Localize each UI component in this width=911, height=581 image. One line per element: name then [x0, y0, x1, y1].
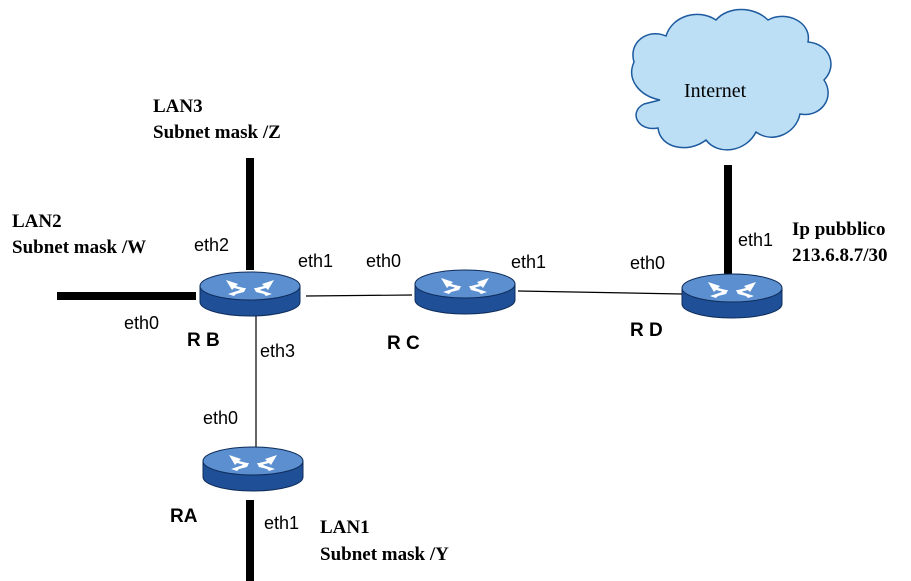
internet-label: Internet: [684, 80, 747, 102]
public-ip-address: 213.6.8.7/30: [792, 245, 888, 266]
lan1-title: LAN1: [320, 517, 370, 538]
rc-eth1-label: eth1: [511, 252, 547, 272]
rd-eth1-label: eth1: [738, 230, 774, 250]
ra-eth0-label: eth0: [203, 408, 239, 428]
rb-eth1-label: eth1: [298, 251, 334, 271]
router-icon: [414, 269, 516, 315]
router-ra-name: RA: [170, 506, 198, 527]
router-icon: [681, 273, 783, 319]
rb-eth2-label: eth2: [194, 235, 230, 255]
router-rd-name: R D: [630, 320, 663, 341]
lan1-mask: Subnet mask /Y: [320, 544, 449, 565]
public-ip-title: Ip pubblico: [792, 219, 886, 240]
router-rb-name: R B: [187, 330, 220, 351]
rd-eth0-label: eth0: [630, 253, 666, 273]
router-rc-name: R C: [387, 333, 420, 354]
lan3-title: LAN3: [153, 96, 203, 117]
lan2-mask: Subnet mask /W: [12, 237, 147, 258]
link-rc-rd: [517, 290, 683, 295]
router-icon: [199, 271, 301, 317]
router-icon: [202, 446, 304, 492]
link-rb-rc: [305, 294, 413, 297]
lan3-mask: Subnet mask /Z: [153, 122, 281, 143]
rb-eth3-label: eth3: [260, 341, 296, 361]
cloud-icon: [631, 8, 832, 151]
ra-eth1-label: eth1: [264, 513, 300, 533]
rc-eth0-label: eth0: [366, 251, 402, 271]
lan2-title: LAN2: [12, 211, 62, 232]
rb-eth0-label: eth0: [124, 313, 160, 333]
